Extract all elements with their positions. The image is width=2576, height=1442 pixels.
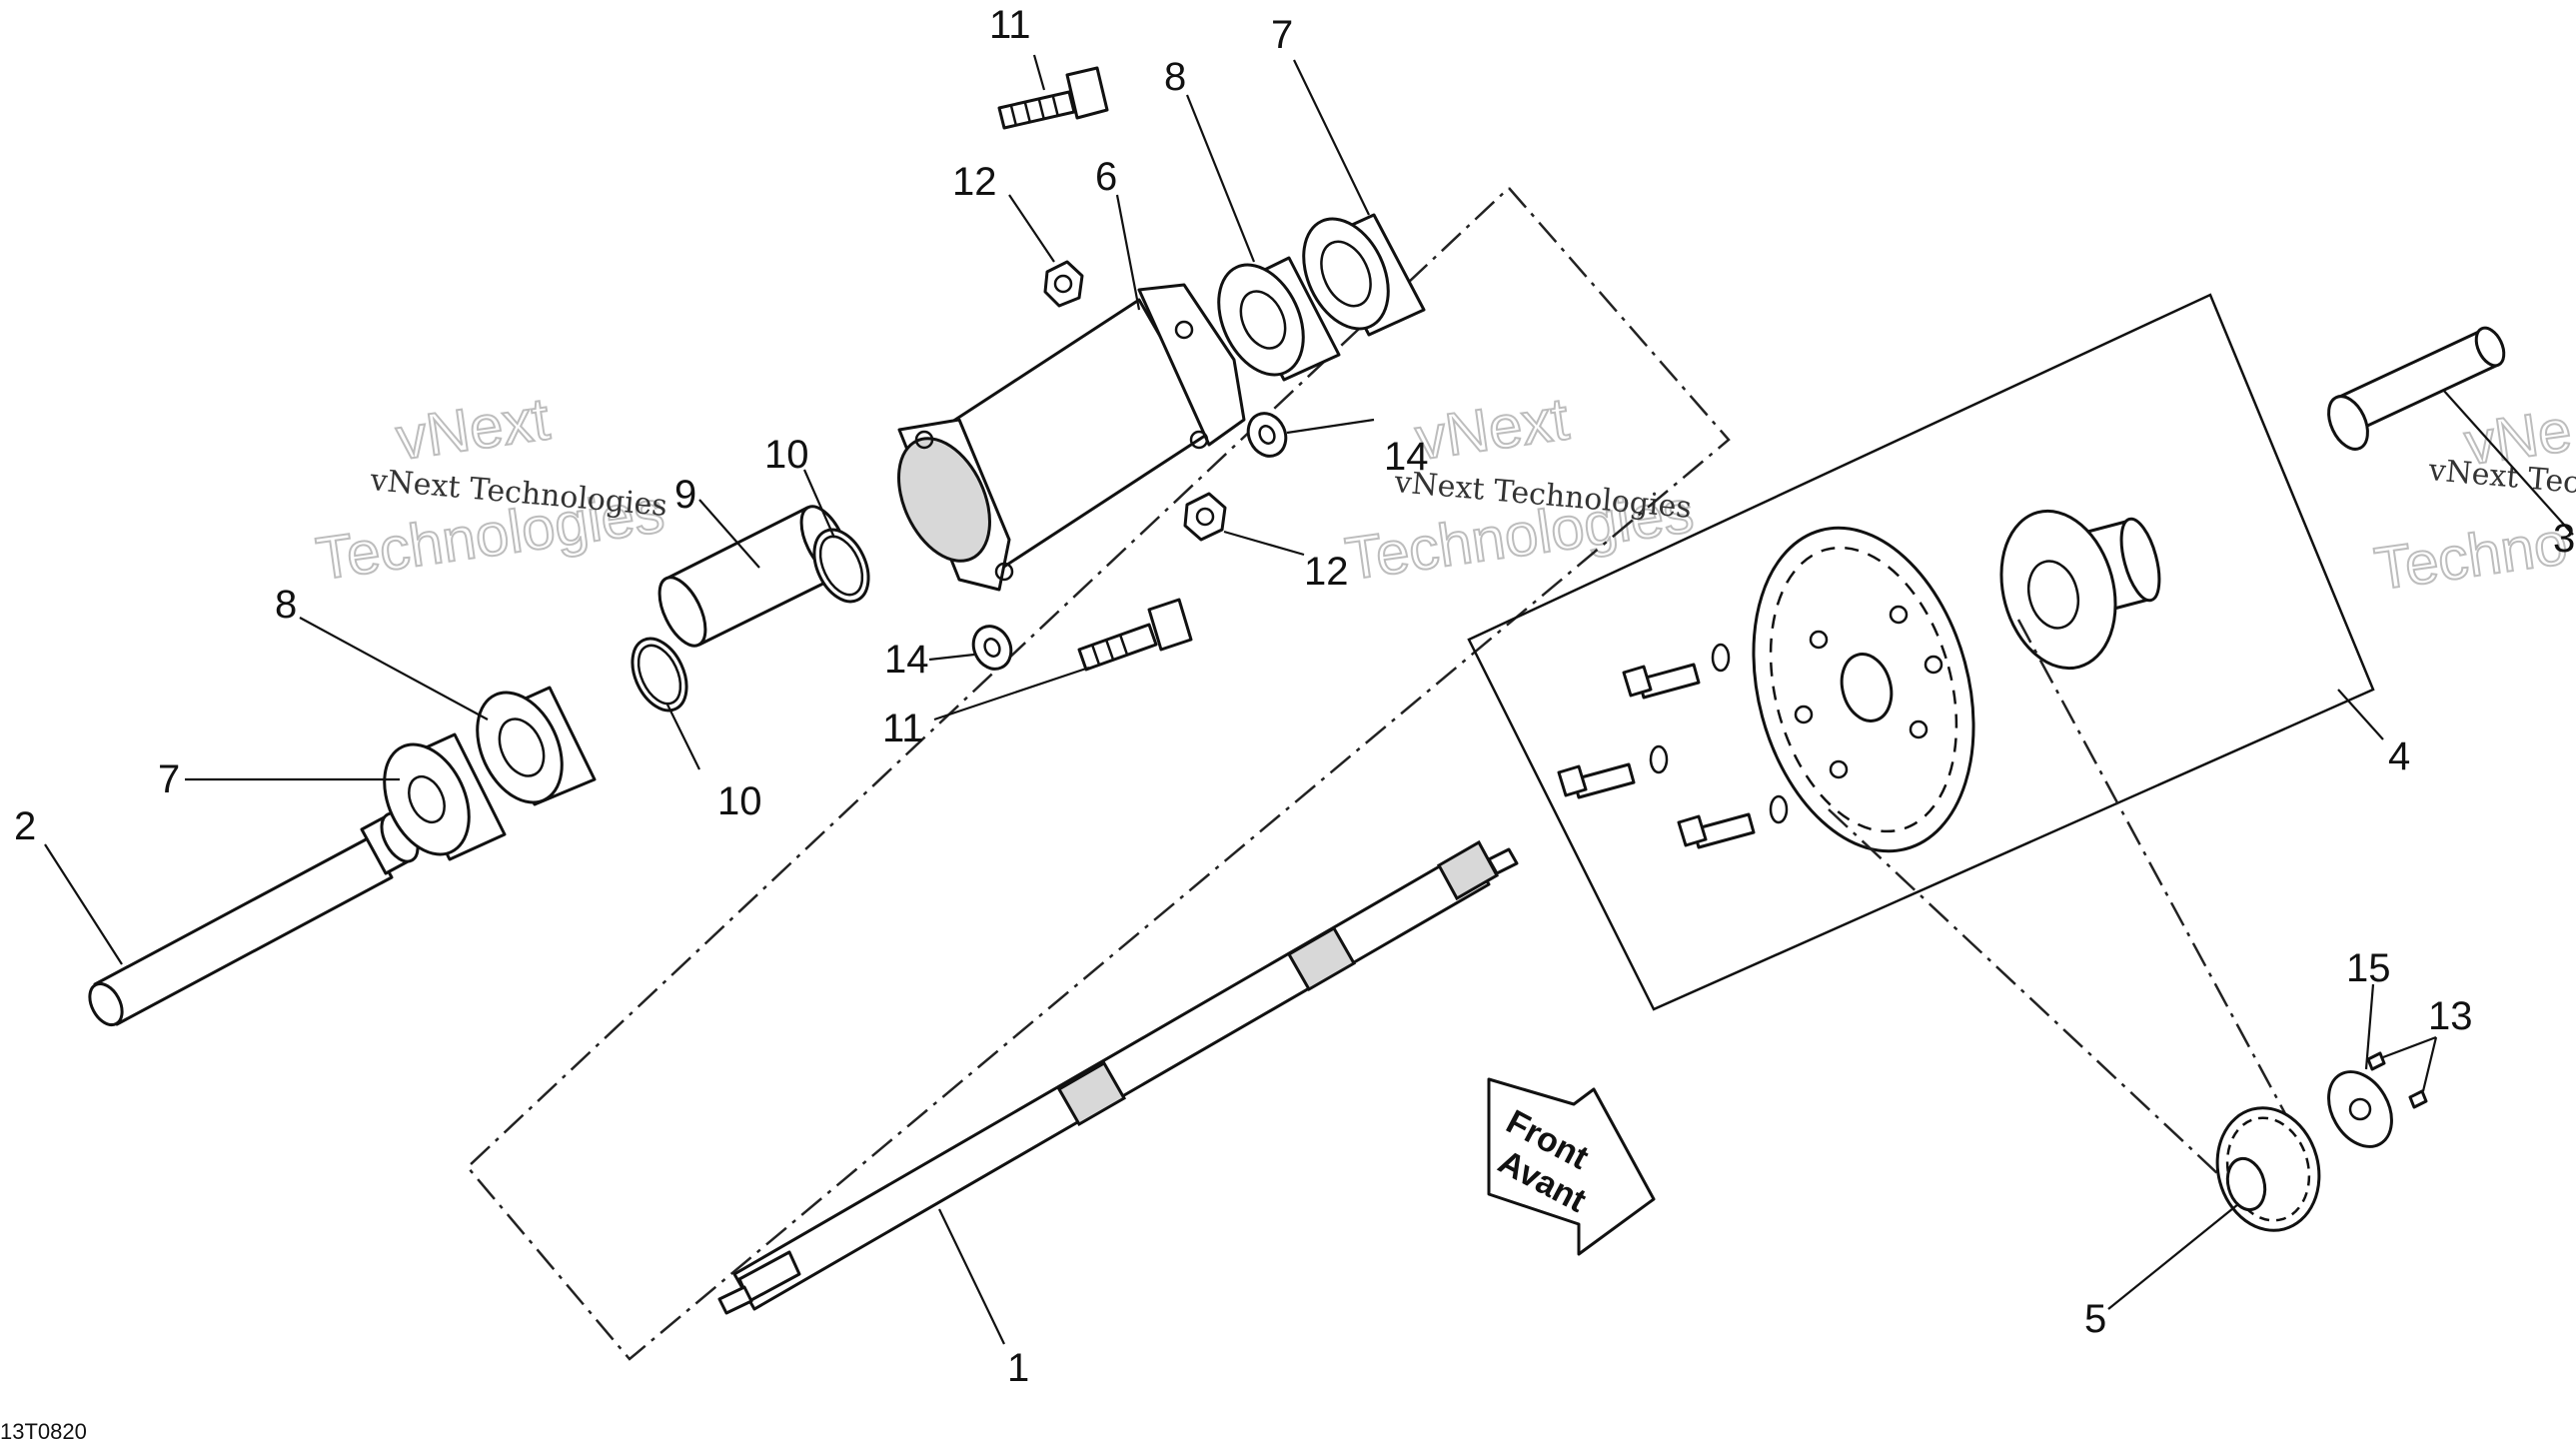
part-2-tube [88, 811, 420, 1027]
callout-1: 1 [1007, 1346, 1029, 1390]
centerline-sprocket-lower [1828, 808, 2219, 1175]
part-11-bolt-upper [997, 66, 1109, 130]
sprocket-assembly-frame [1467, 293, 2375, 1011]
part-10-ring-upper [812, 528, 870, 604]
callout-numbers: 1 2 3 4 5 6 7 7 8 8 9 10 10 11 11 12 12 … [14, 3, 2575, 1390]
part-13-screws [2366, 1051, 2428, 1109]
callout-13: 13 [2428, 994, 2473, 1038]
part-8-seal-left [476, 686, 597, 806]
callout-12-lower: 12 [1304, 550, 1349, 594]
callout-8-upper: 8 [1164, 55, 1186, 99]
part-5-small-sprocket [2215, 1106, 2321, 1232]
callout-11-lower: 11 [882, 707, 924, 750]
part-14-washer-lower [971, 625, 1013, 671]
watermark-brand-top-center: vNext [1411, 385, 1573, 473]
callout-10-lower: 10 [717, 779, 762, 823]
callout-7-upper: 7 [1271, 13, 1293, 57]
watermark-brand-bottom-right: Techno [2370, 510, 2571, 603]
callout-7-left: 7 [158, 757, 180, 801]
callout-9: 9 [674, 473, 696, 517]
callout-14-upper: 14 [1384, 435, 1429, 479]
callout-5: 5 [2084, 1297, 2106, 1341]
part-4-sprocket-assembly [1557, 509, 2161, 853]
part-10-ring-lower [631, 637, 688, 713]
leader-lines [44, 54, 2574, 1345]
part-7-bearing-upper [1302, 213, 1426, 337]
centerline-sprocket [2016, 619, 2290, 1120]
part-6-housing [897, 283, 1246, 592]
callout-11-upper: 11 [989, 3, 1031, 47]
callout-12-upper: 12 [952, 160, 997, 204]
part-8-seal-upper [1217, 256, 1341, 382]
part-12-nut-upper [1043, 260, 1084, 308]
callout-4: 4 [2388, 734, 2410, 778]
watermark-group: vNext Technologies vNext Technologies vN… [311, 384, 2576, 604]
part-1-shaft [717, 839, 1519, 1315]
callout-15: 15 [2346, 946, 2391, 990]
callout-2: 2 [14, 804, 36, 848]
part-3-tube [2327, 326, 2506, 451]
callout-3: 3 [2553, 517, 2575, 561]
callout-10-upper: 10 [764, 433, 809, 477]
assembly-outline-dashed [466, 187, 1731, 1361]
part-15-plate [2327, 1070, 2393, 1148]
part-12-nut-lower [1183, 492, 1227, 542]
callout-14-lower: 14 [884, 638, 929, 682]
front-direction-arrow: Front Avant [1487, 1077, 1656, 1256]
part-14-washer-upper [1246, 412, 1288, 458]
drawing-code: 13T0820 [0, 1419, 87, 1442]
part-11-bolt-lower [1077, 598, 1193, 672]
callout-6: 6 [1095, 155, 1117, 199]
part-7-bearing-left [383, 732, 507, 861]
callout-8-left: 8 [275, 583, 297, 627]
watermark-brand-top-right: vNe [2460, 397, 2575, 478]
watermark-brand-top: vNext [392, 385, 554, 473]
